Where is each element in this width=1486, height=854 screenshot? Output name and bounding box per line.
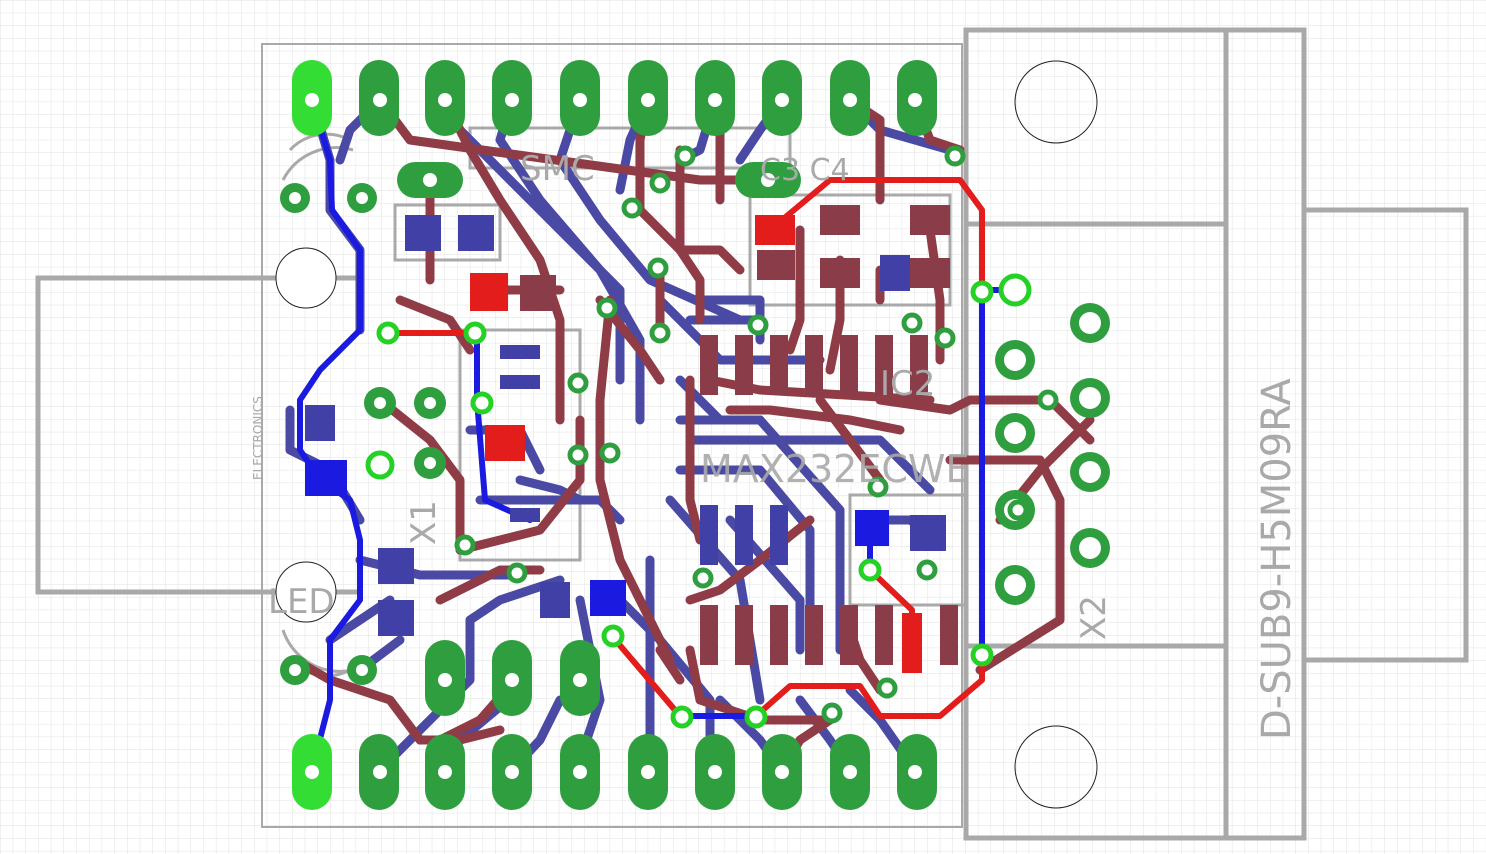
smd-ref-label: SMC	[520, 149, 595, 189]
caps-ref-label: C3 C4	[760, 153, 850, 188]
connector-label: D-SUB9-H5M09RA	[1254, 378, 1300, 740]
mount-hole-bottom	[1014, 725, 1098, 809]
ic-label: MAX232ECWE	[700, 447, 969, 491]
mount-hole-top	[1014, 60, 1098, 144]
connector-ref-label: X2	[1074, 595, 1114, 640]
board-outline	[261, 43, 963, 828]
left-component-outline	[35, 275, 360, 595]
smd-pads-bright-blue	[305, 460, 889, 616]
crystal-ref-label: X1	[404, 500, 444, 545]
logo-text: ELECTRONICS	[251, 396, 265, 480]
smd-pads	[520, 205, 958, 665]
smd-pads-bright-red	[470, 215, 922, 673]
left-mount-hole-1	[275, 247, 337, 309]
pin-holes	[289, 93, 922, 779]
dsub-connector-outline	[963, 27, 1469, 841]
vias-highlight	[365, 273, 1032, 729]
left-mount-hole-2	[275, 561, 337, 623]
smd-pads-blue	[305, 215, 946, 636]
ic-ref-label: IC2	[880, 364, 935, 404]
vias	[454, 145, 1059, 724]
led-label: LED	[268, 582, 335, 622]
